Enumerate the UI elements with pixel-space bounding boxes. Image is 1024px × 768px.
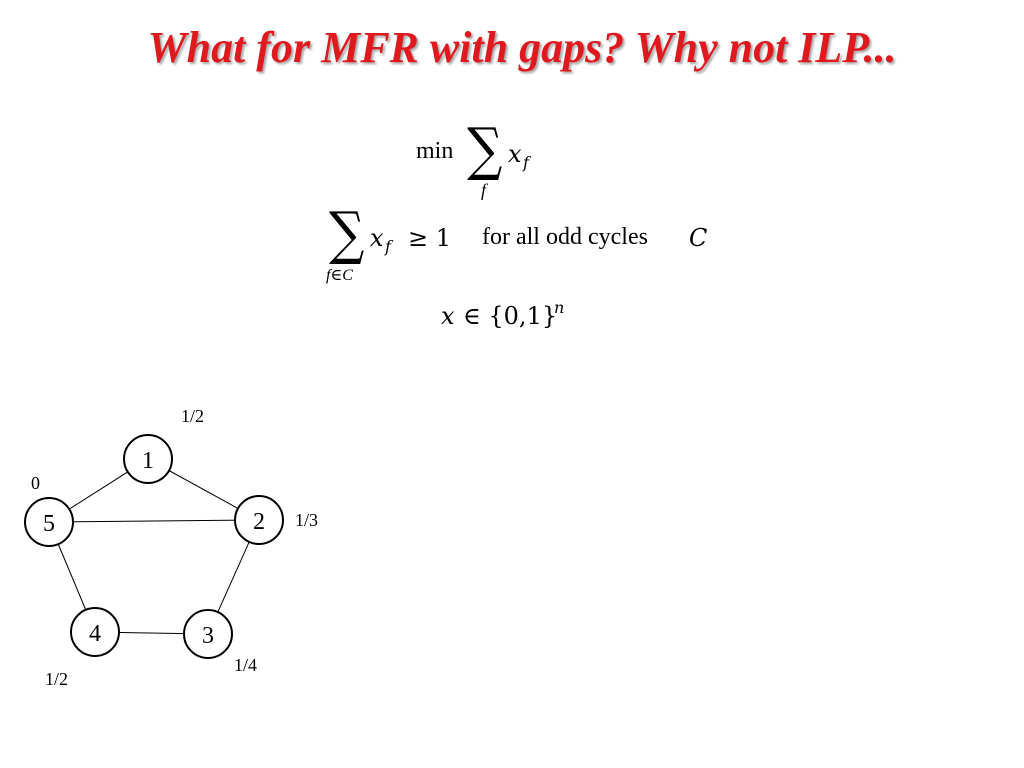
objective-summand: x [508,140,522,168]
domain-variable: x [441,302,455,330]
graph-edge [48,519,260,523]
constraint-sum-index: f∈C [326,267,353,284]
objective-summand-subscript: f [523,153,529,172]
graph-node: 1 [123,434,173,484]
constraint-summand-subscript: f [385,237,391,256]
graph-node: 4 [70,607,120,657]
node-id: 1 [142,448,154,474]
node-id: 3 [202,623,214,649]
constraint-cycle-variable: C [689,224,708,252]
graph-edges [48,458,260,635]
domain-exponent: n [554,298,565,317]
domain-set: ∈ {0,1} [463,302,558,330]
node-id: 2 [253,509,265,535]
constraint-summand: x [370,224,384,252]
objective-sum-symbol: ∑ [467,115,503,183]
graph-nodes: 1 2 3 4 5 [24,434,284,659]
node-value-label: 1/2 [181,406,204,426]
node-id: 5 [43,511,55,537]
node-value-label: 1/2 [45,669,68,689]
node-value-labels: 1/2 1/3 1/4 1/2 0 [31,406,318,689]
node-value-label: 1/4 [234,655,257,675]
node-value-label: 0 [31,473,40,493]
node-id: 4 [89,621,101,647]
node-value-label: 1/3 [295,510,318,530]
slide-title: What for MFR with gaps? Why not ILP... [147,23,897,72]
graph-node: 5 [24,497,74,547]
graph-node: 2 [234,495,284,545]
graph-node: 3 [183,609,233,659]
constraint-relation: ≥ 1 [408,224,452,252]
objective-sum-index: f [481,180,487,200]
constraint-text: for all odd cycles [482,224,648,250]
objective-operator: min [416,138,454,164]
constraint-sum-symbol: ∑ [329,199,365,267]
